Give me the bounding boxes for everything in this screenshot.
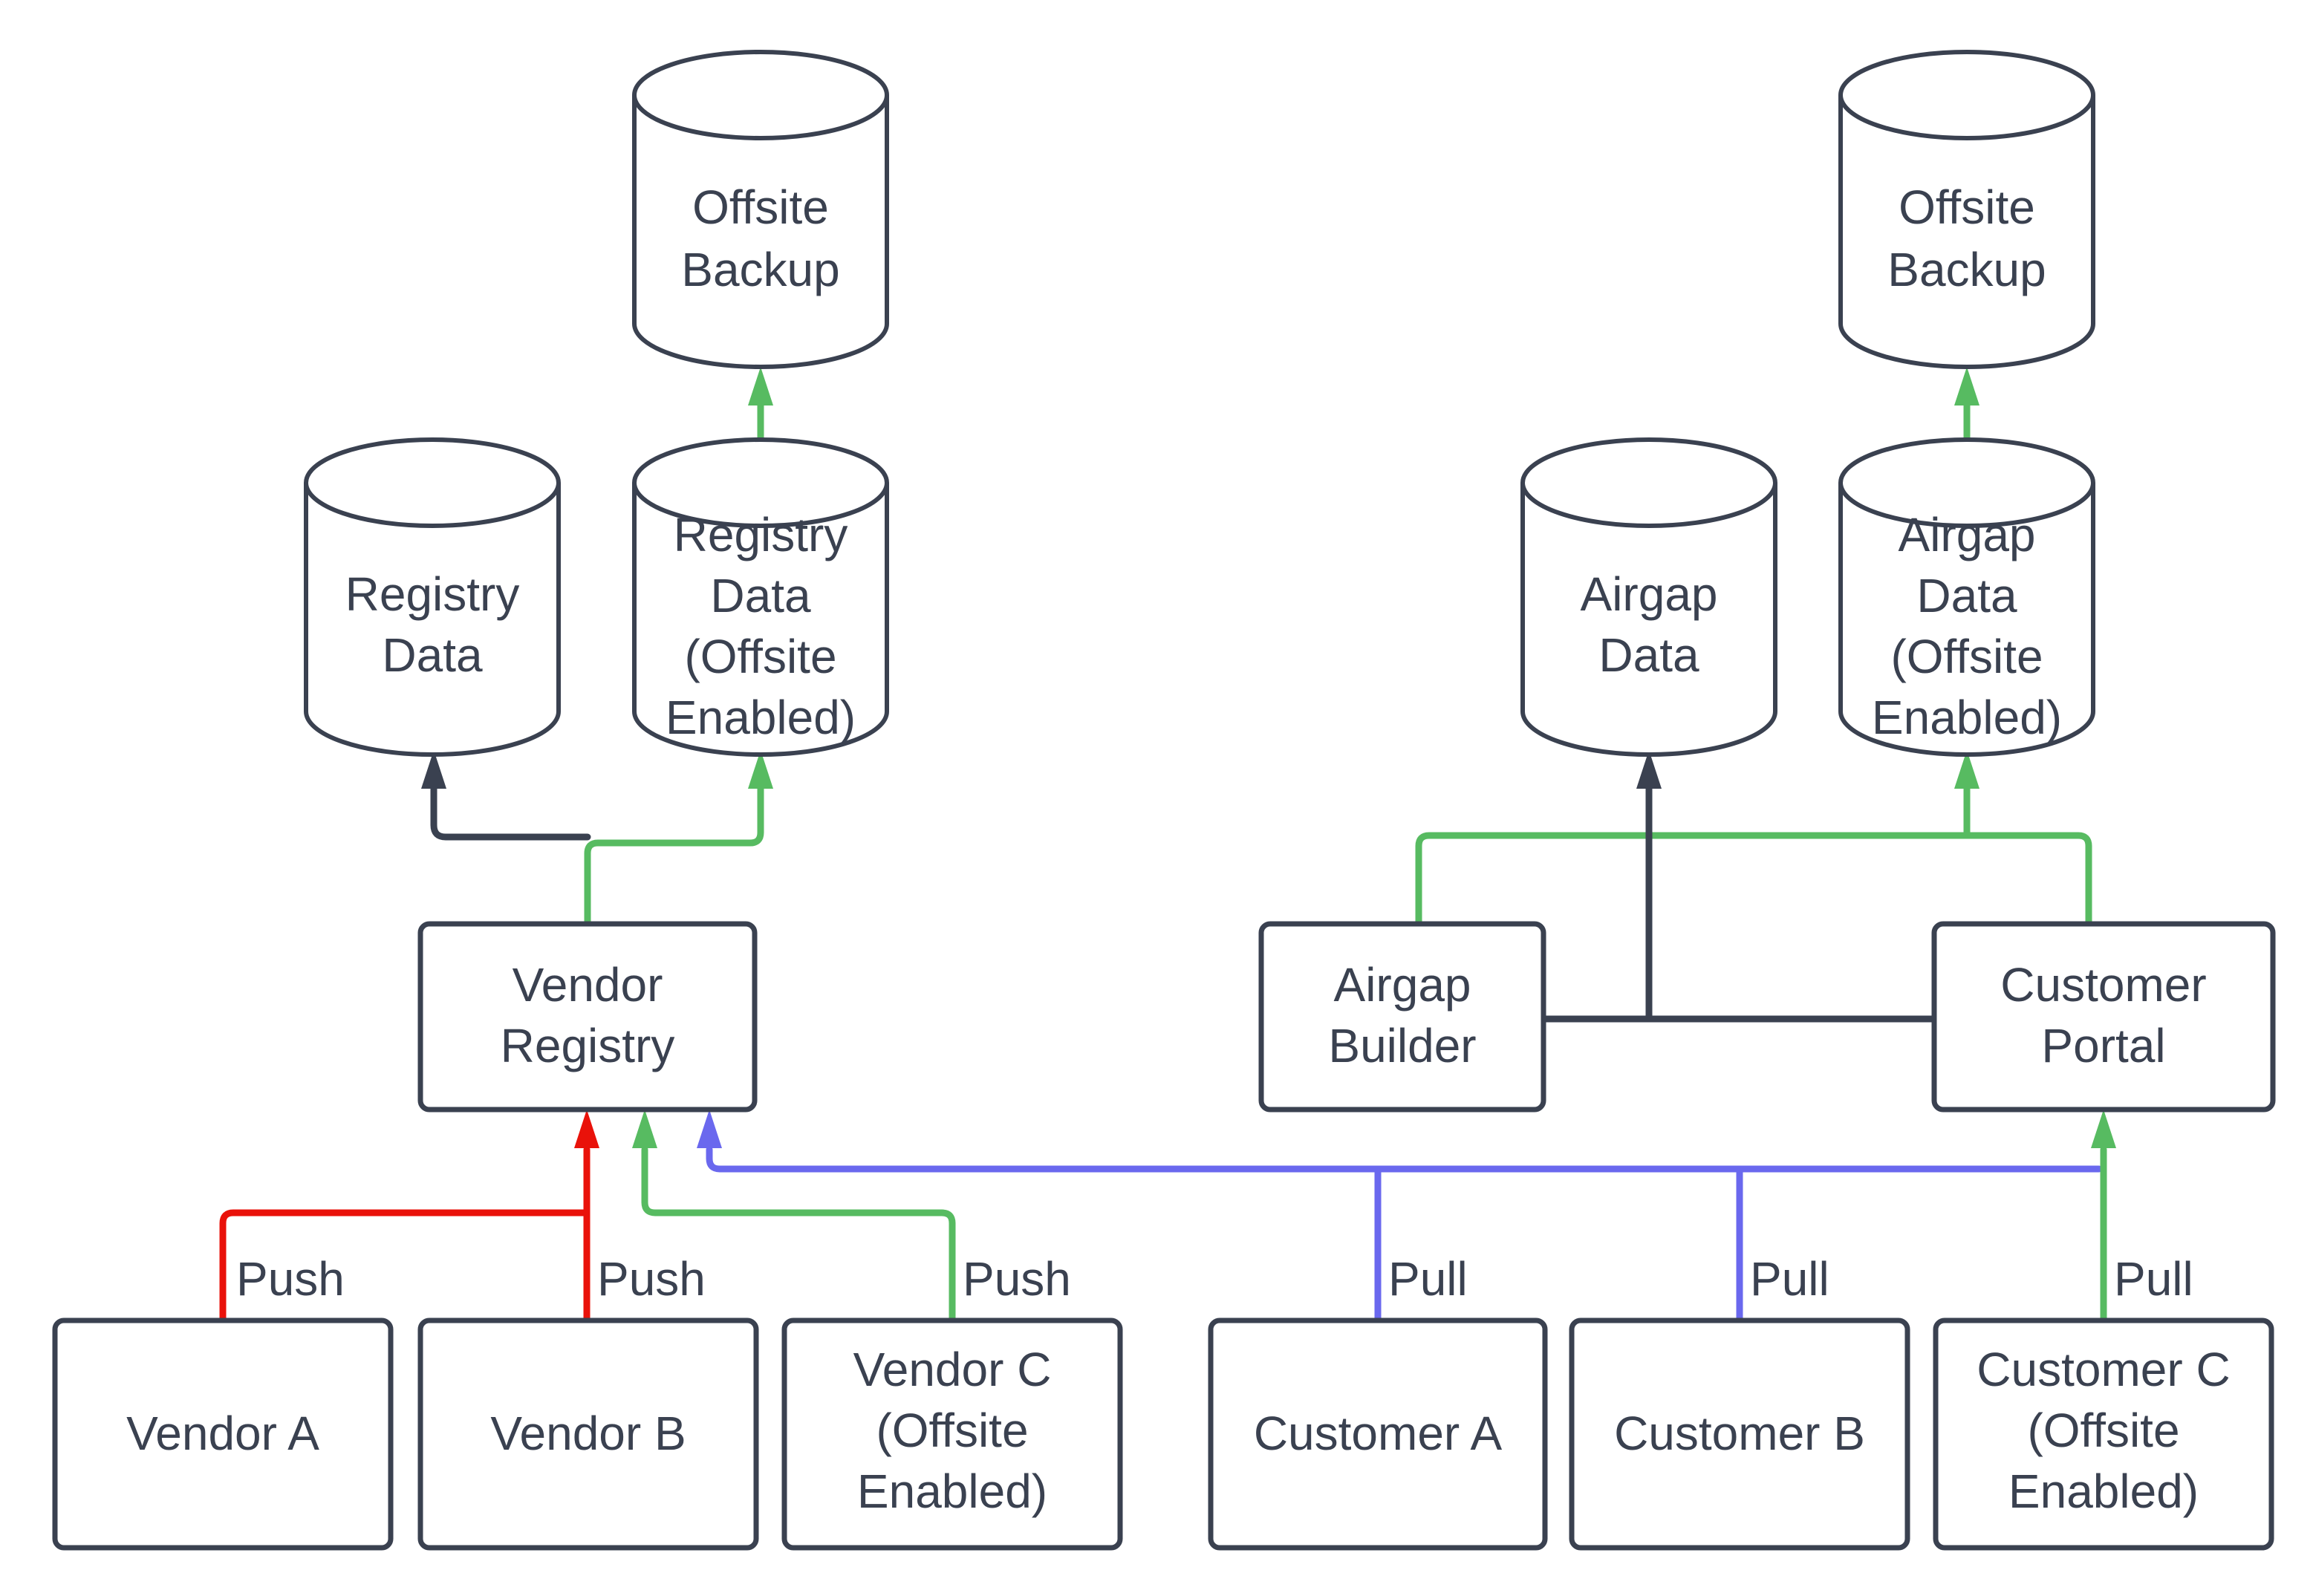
node-rect — [1569, 1317, 1910, 1551]
airgap-data-offsite-cylinder: Airgap Data (Offsite Enabled) — [1838, 437, 2095, 757]
node-label: Backup — [681, 243, 839, 296]
pull-label-customer-a: Pull — [1388, 1252, 1468, 1306]
node-label: Data — [382, 628, 483, 682]
node-label: Vendor B — [490, 1407, 686, 1460]
node-label: Offsite — [692, 180, 829, 234]
node-label: Customer A — [1254, 1407, 1503, 1460]
node-label: Vendor A — [126, 1407, 319, 1460]
node-label: Data — [1598, 628, 1699, 682]
cylinder-body — [632, 95, 889, 369]
registry-data-offsite-cylinder: Registry Data (Offsite Enabled) — [632, 437, 889, 757]
cylinder-body — [1838, 95, 2095, 369]
arrowhead-offsite-backup-left — [748, 367, 773, 405]
arrowhead-airgap-data-offsite — [1954, 750, 1979, 789]
vendor-registry-box: Vendor Registry — [417, 921, 758, 1113]
node-label: Enabled) — [2008, 1465, 2199, 1518]
node-label: Vendor — [513, 958, 663, 1012]
node-label: Vendor C — [853, 1343, 1052, 1396]
push-label-vendor-a: Push — [236, 1252, 345, 1306]
node-label: Data — [710, 569, 811, 622]
arrowhead-airgap-data — [1636, 750, 1662, 789]
node-label: Enabled) — [857, 1465, 1047, 1518]
node-rect — [781, 1317, 1123, 1551]
arrowhead-vendor-registry-blue — [697, 1110, 722, 1148]
edge-vendor-a-push — [219, 1209, 588, 1324]
pull-label-customer-c: Pull — [2114, 1252, 2193, 1306]
vendor-c-box: Vendor C (Offsite Enabled) — [781, 1317, 1123, 1551]
push-label-vendor-b: Push — [597, 1252, 706, 1306]
customer-b-box: Customer B — [1569, 1317, 1910, 1551]
edge-pull-channel — [706, 1146, 2103, 1173]
cylinder-top — [1838, 437, 2095, 528]
edges-layer — [219, 367, 2116, 1324]
node-label: (Offsite — [2027, 1404, 2179, 1457]
node-label: Airgap — [1334, 958, 1471, 1012]
arrowhead-offsite-backup-right — [1954, 367, 1979, 405]
node-rect — [417, 1317, 759, 1551]
cylinder-top — [1520, 437, 1777, 528]
edge-vendor-registry-to-registry-data — [430, 785, 591, 841]
push-label-vendor-c: Push — [963, 1252, 1071, 1306]
edge-airgap-builder-to-customer-portal-channel — [1415, 832, 2092, 928]
node-label: (Offsite — [684, 630, 836, 683]
registry-data-cylinder: Registry Data — [304, 437, 561, 757]
node-label: Data — [1916, 569, 2017, 622]
arrowhead-vendor-registry-red — [574, 1110, 599, 1148]
node-label: Builder — [1328, 1019, 1476, 1072]
node-label: Airgap — [1899, 508, 2036, 561]
arrowhead-vendor-registry-green — [632, 1110, 657, 1148]
node-label: (Offsite — [1890, 630, 2043, 683]
edge-labels-layer: Push Push Push Pull Pull Pull — [236, 1252, 2193, 1306]
cylinder-body — [1520, 483, 1777, 757]
node-label: Enabled) — [1872, 691, 2062, 744]
node-label: Customer C — [1977, 1343, 2230, 1396]
node-label: Airgap — [1581, 567, 1718, 621]
node-label: Registry — [345, 567, 520, 621]
node-rect — [1208, 1317, 1548, 1551]
node-rect — [52, 1317, 394, 1551]
airgap-builder-box: Airgap Builder — [1258, 921, 1546, 1113]
node-label: Backup — [1887, 243, 2046, 296]
node-rect — [1933, 1317, 2274, 1551]
cylinder-body — [304, 483, 561, 757]
node-label: Customer B — [1614, 1407, 1865, 1460]
offsite-backup-left-cylinder: Offsite Backup — [632, 50, 889, 369]
arrowhead-customer-portal — [2091, 1110, 2116, 1148]
customer-a-box: Customer A — [1208, 1317, 1548, 1551]
edge-vendor-registry-to-registry-data-offsite — [584, 785, 764, 928]
node-rect — [1931, 921, 2276, 1113]
customer-c-box: Customer C (Offsite Enabled) — [1933, 1317, 2274, 1551]
node-label: Portal — [2041, 1019, 2165, 1072]
cylinder-top — [304, 437, 561, 528]
node-rect — [417, 921, 758, 1113]
arrowhead-registry-data — [421, 750, 446, 789]
edge-vendor-c-push — [641, 1146, 956, 1324]
node-label: Enabled) — [666, 691, 856, 744]
node-label: Offsite — [1899, 180, 2035, 234]
node-rect — [1258, 921, 1546, 1113]
vendor-a-box: Vendor A — [52, 1317, 394, 1551]
cylinder-top — [1838, 50, 2095, 140]
arrowhead-registry-data-offsite — [748, 750, 773, 789]
customer-portal-box: Customer Portal — [1931, 921, 2276, 1113]
cylinder-body — [1838, 483, 2095, 757]
vendor-b-box: Vendor B — [417, 1317, 759, 1551]
cylinder-top — [632, 50, 889, 140]
node-label: Registry — [674, 508, 848, 561]
pull-label-customer-b: Pull — [1750, 1252, 1829, 1306]
node-label: Customer — [2000, 958, 2206, 1012]
node-label: Registry — [501, 1019, 675, 1072]
node-label: (Offsite — [876, 1404, 1028, 1457]
cylinder-top — [632, 437, 889, 528]
offsite-backup-right-cylinder: Offsite Backup — [1838, 50, 2095, 369]
airgap-data-cylinder: Airgap Data — [1520, 437, 1777, 757]
cylinder-body — [632, 483, 889, 757]
